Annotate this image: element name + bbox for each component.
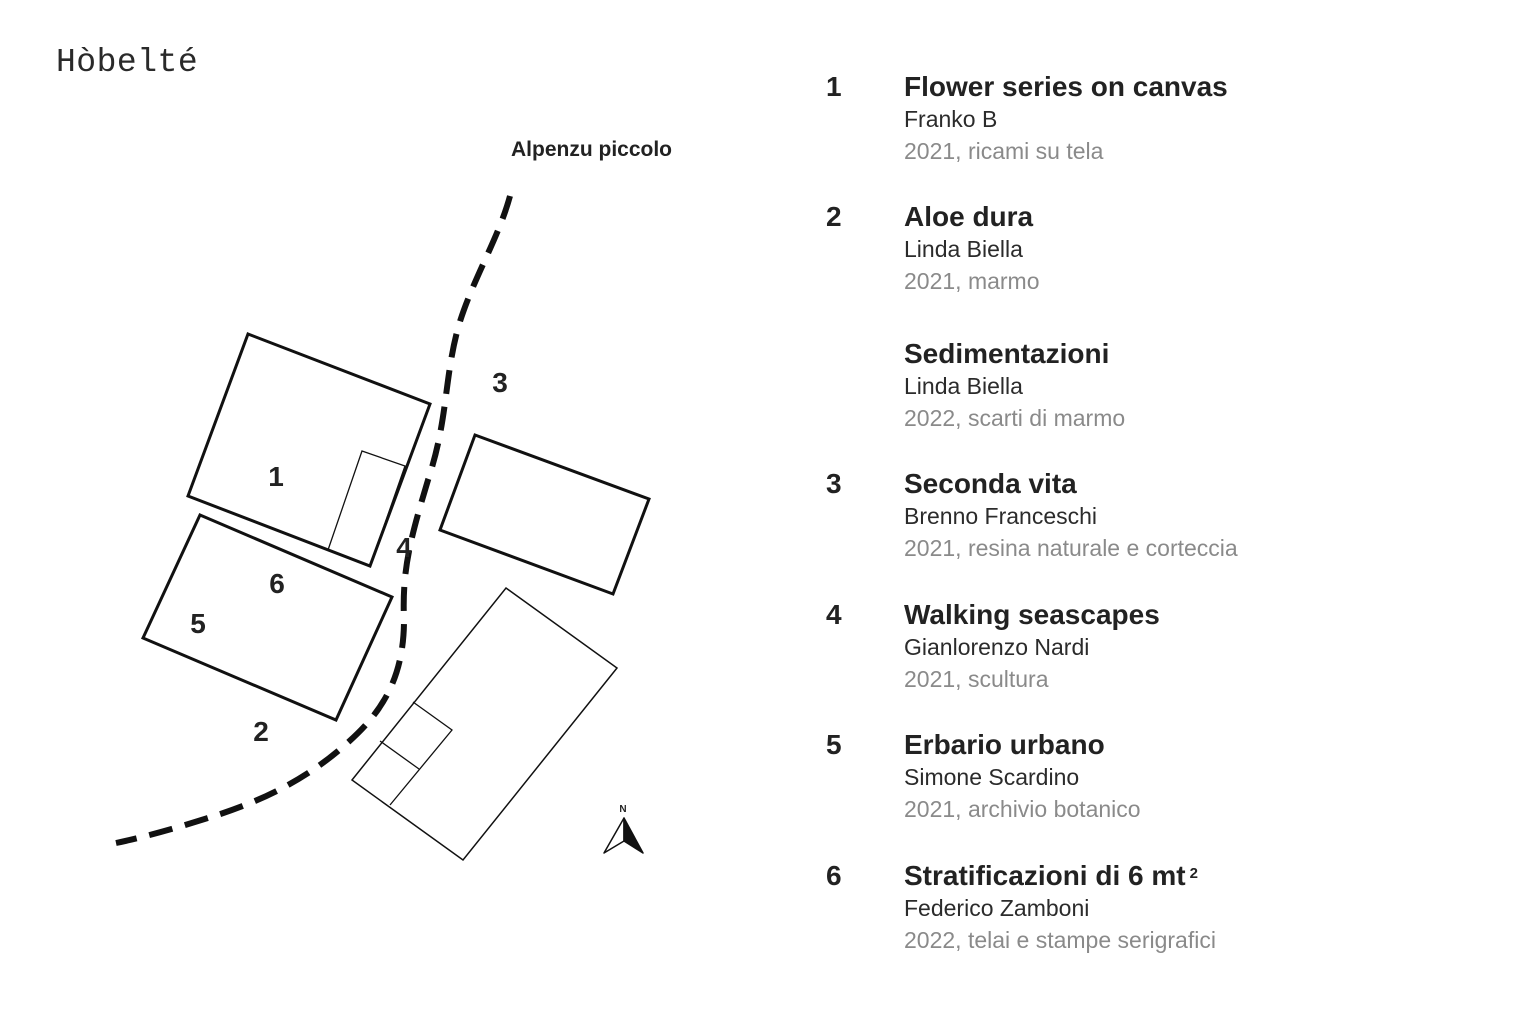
legend-work-title: Walking seascapes	[904, 599, 1160, 630]
legend-work-title: Sedimentazioni	[904, 338, 1110, 369]
legend-work-title: Erbario urbano	[904, 729, 1105, 760]
map-number-2: 2	[253, 716, 269, 747]
page-title: Hòbelté	[56, 44, 199, 81]
building-3	[438, 433, 651, 596]
building-large	[350, 586, 619, 862]
legend-number: 2	[826, 201, 842, 232]
building-large-room-outline	[389, 701, 453, 806]
north-label: N	[619, 804, 626, 815]
legend-number: 5	[826, 729, 842, 760]
building-large-room-divider-2	[379, 740, 420, 770]
map-number-3: 3	[492, 367, 508, 398]
legend-number: 3	[826, 468, 842, 499]
building-1-annex	[327, 450, 406, 567]
legend-artist: Gianlorenzo Nardi	[904, 634, 1090, 660]
map-number-4: 4	[396, 532, 412, 563]
north-arrow-icon: N	[603, 804, 644, 854]
road-label: Alpenzu piccolo	[511, 138, 672, 161]
legend-number: 6	[826, 860, 842, 891]
legend-artist: Simone Scardino	[904, 764, 1080, 790]
legend-artist: Brenno Franceschi	[904, 503, 1098, 529]
legend-meta: 2021, marmo	[904, 268, 1040, 294]
map-number-5: 5	[190, 608, 206, 639]
map-number-6: 6	[269, 568, 285, 599]
legend-artist: Franko B	[904, 106, 998, 132]
legend-work-title: Flower series on canvas	[904, 71, 1228, 102]
legend-artist: Linda Biella	[904, 236, 1023, 262]
road-path	[115, 195, 513, 846]
legend-artist: Federico Zamboni	[904, 895, 1090, 921]
site-map: N Alpenzu piccolo 1 2 3 4 5 6	[115, 138, 672, 862]
legend-work-title: Seconda vita	[904, 468, 1077, 499]
legend-number: 1	[826, 71, 842, 102]
legend-meta: 2022, telai e stampe serigrafici	[904, 927, 1216, 953]
legend-artist: Linda Biella	[904, 373, 1023, 399]
legend-meta: 2021, ricami su tela	[904, 138, 1104, 164]
map-number-1: 1	[268, 461, 284, 492]
legend-meta: 2021, scultura	[904, 666, 1049, 692]
legend-meta: 2021, resina naturale e corteccia	[904, 535, 1238, 561]
legend-work-title-text: Stratificazioni di 6 mt	[904, 860, 1186, 891]
legend-work-superscript: 2	[1189, 865, 1198, 882]
legend-work-title: Aloe dura	[904, 201, 1034, 232]
legend-meta: 2022, scarti di marmo	[904, 405, 1126, 431]
legend-meta: 2021, archivio botanico	[904, 796, 1141, 822]
building-1	[186, 332, 432, 568]
building-5-6	[140, 513, 395, 722]
legend-number: 4	[826, 599, 842, 630]
